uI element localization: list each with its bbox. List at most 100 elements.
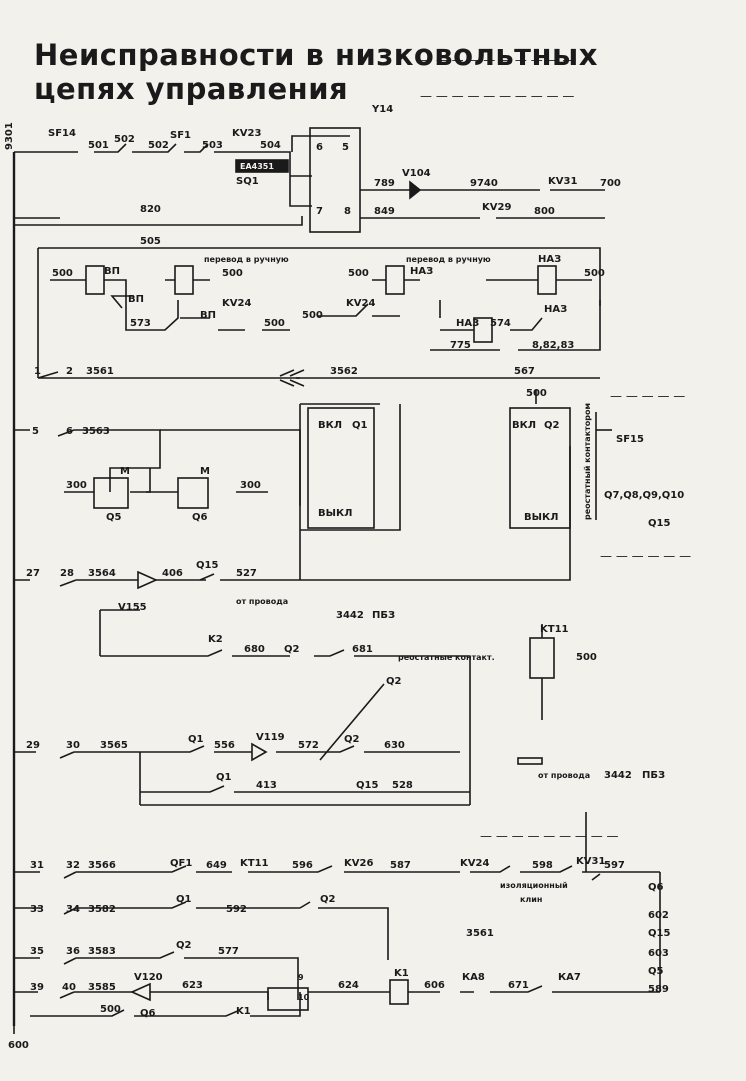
label-q15-b: Q15: [196, 560, 218, 571]
note-perevod-2: перевод в ручную: [406, 255, 491, 264]
label-q2-f: Q2: [176, 940, 192, 951]
wire-9740: 9740: [470, 178, 498, 189]
wire-592: 592: [226, 904, 247, 915]
label-sf1: SF1: [170, 130, 191, 141]
label-kv24-b: KV24: [346, 298, 375, 309]
wire-300-b: 300: [240, 480, 261, 491]
label-kv23: KV23: [232, 128, 261, 139]
note-perevod-1: перевод в ручную: [204, 255, 289, 264]
wire-589: 589: [648, 984, 669, 995]
wire-602: 602: [648, 910, 669, 921]
naz-coil-2: [537, 265, 557, 295]
terminal-39: 39: [30, 982, 44, 993]
wire-3565: 3565: [100, 740, 128, 751]
wire-501: 501: [88, 140, 109, 151]
wire-587: 587: [390, 860, 411, 871]
label-pb3-a: ПБЗ: [372, 610, 395, 621]
label-naz-3: НАЗ: [544, 304, 567, 315]
wire-500-2: 500: [222, 268, 243, 279]
wire-500-5: 500: [584, 268, 605, 279]
wire-406: 406: [162, 568, 183, 579]
k1-coil: [389, 979, 409, 1005]
label-v104: V104: [402, 168, 431, 179]
diode-v119: [251, 742, 268, 762]
label-q7-q10: Q7,Q8,Q9,Q10: [604, 490, 684, 501]
wire-labels: 9301 501 502 502 503 504 820 789 849 974…: [4, 122, 669, 1051]
label-q2-d: Q2: [344, 734, 360, 745]
label-m-2: М: [200, 466, 210, 477]
label-kv24-c: KV24: [460, 858, 489, 869]
label-q6-b: Q6: [140, 1008, 156, 1019]
wire-597: 597: [604, 860, 625, 871]
note-ot-provoda-2: от провода: [538, 771, 590, 780]
label-ka8: КА8: [462, 972, 485, 983]
label-naz-2: НАЗ: [538, 254, 561, 265]
svg-text:— — — — —: — — — — —: [610, 389, 685, 403]
plug-arrows: [279, 369, 305, 387]
terminal-30: 30: [66, 740, 80, 751]
wire-300-a: 300: [66, 480, 87, 491]
label-q2-b: Q2: [284, 644, 300, 655]
wire-3563: 3563: [82, 426, 110, 437]
label-sf15: SF15: [616, 434, 644, 445]
wire-567: 567: [514, 366, 535, 377]
title-line-2: цепях управления: [34, 72, 349, 106]
label-kv26: KV26: [344, 858, 373, 869]
label-v120: V120: [134, 972, 163, 983]
wire-600: 600: [8, 1040, 29, 1051]
label-qf1: QF1: [170, 858, 192, 869]
label-q5-b: Q5: [648, 966, 664, 977]
terminal-34: 34: [66, 904, 80, 915]
wire-624: 624: [338, 980, 359, 991]
label-kv24-a: KV24: [222, 298, 251, 309]
label-ea4351: ЕА4351: [240, 162, 274, 171]
diode-406: [137, 570, 158, 590]
wire-8-82-83: 8,82,83: [532, 340, 574, 351]
component-labels: SF14 SF1 KV23 Y14 SQ1 ЕА4351 V104 KV31 K…: [48, 104, 684, 1019]
label-m-1: М: [120, 466, 130, 477]
diode-v120: [130, 982, 151, 1002]
wire-649: 649: [206, 860, 227, 871]
wire-505: 505: [140, 236, 161, 247]
wire-623: 623: [182, 980, 203, 991]
terminal-31: 31: [30, 860, 44, 871]
wire-3564: 3564: [88, 568, 116, 579]
label-q15-e: Q15: [648, 928, 670, 939]
wire-3562: 3562: [330, 366, 358, 377]
wire-700: 700: [600, 178, 621, 189]
wire-500-7: 500: [526, 388, 547, 399]
wire-500-8: 500: [576, 652, 597, 663]
label-ka7: КА7: [558, 972, 581, 983]
wire-820: 820: [140, 204, 161, 215]
note-izol-1: изоляционный: [500, 881, 568, 890]
plug-pin-9: 9: [298, 973, 304, 982]
wire-3582: 3582: [88, 904, 116, 915]
wire-3442-b: 3442: [604, 770, 632, 781]
wire-500-9: 500: [100, 1004, 121, 1015]
label-sq1: SQ1: [236, 176, 259, 187]
y14-pin-7: 7: [316, 206, 323, 217]
wire-775: 775: [450, 340, 471, 351]
label-q2-c: Q2: [386, 676, 402, 687]
label-k2: K2: [208, 634, 223, 645]
wire-680: 680: [244, 644, 265, 655]
label-naz-4: НАЗ: [456, 318, 479, 329]
svg-text:— — — — — — — — — —: — — — — — — — — — —: [420, 89, 574, 103]
label-q6-a: Q6: [192, 512, 208, 523]
svg-text:— — — — — — — — —: — — — — — — — — —: [480, 829, 619, 843]
label-vkl-2: ВКЛ: [512, 420, 536, 431]
symbols: [85, 159, 557, 1005]
terminal-35: 35: [30, 946, 44, 957]
terminal-27: 27: [26, 568, 40, 579]
label-kv31-b: KV31: [576, 856, 605, 867]
wire-606: 606: [424, 980, 445, 991]
wire-3585: 3585: [88, 982, 116, 993]
terminal-1: 1: [34, 366, 41, 377]
wire-577: 577: [218, 946, 239, 957]
label-kv31: KV31: [548, 176, 577, 187]
wire-671: 671: [508, 980, 529, 991]
label-sf14: SF14: [48, 128, 76, 139]
label-vp-1: ВП: [104, 266, 120, 277]
page-title: Неисправности в низковольтных цепях упра…: [34, 38, 598, 106]
